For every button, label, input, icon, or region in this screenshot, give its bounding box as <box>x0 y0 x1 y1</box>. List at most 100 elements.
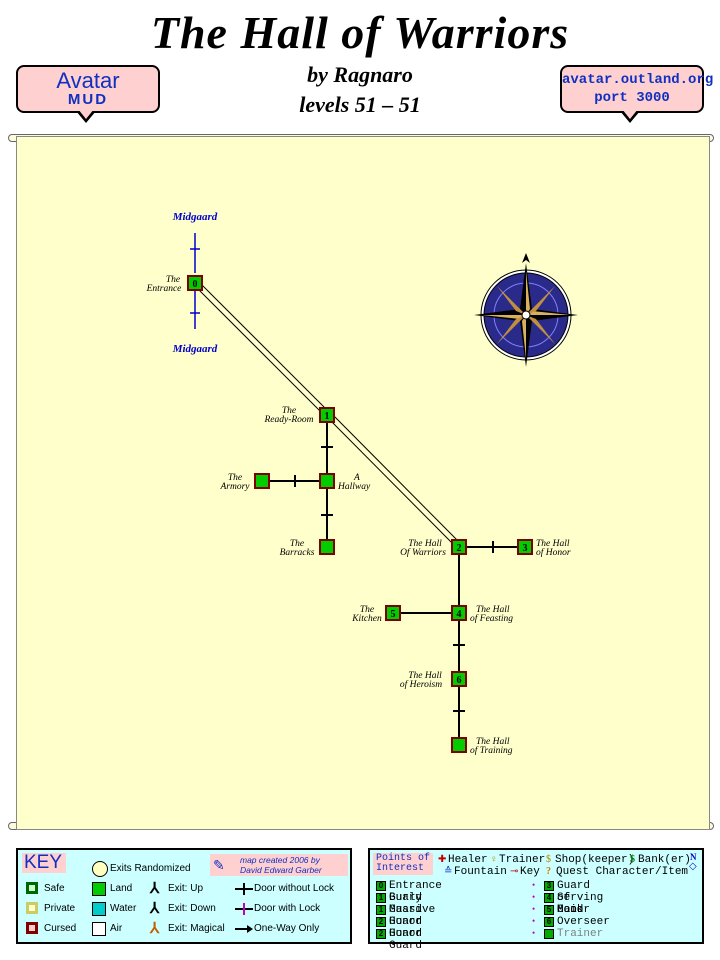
poi-name: Serving Maid <box>557 892 604 916</box>
path-entrance-readyroom <box>193 280 330 417</box>
poi-num: 3 <box>544 881 554 891</box>
label-entrance-1: The <box>166 275 180 285</box>
room-hall-of-training[interactable] <box>451 737 467 753</box>
room-hall-of-feasting-num: 4 <box>457 609 462 620</box>
poi-num: 0 <box>376 881 386 891</box>
poi-panel: Points of Interest ✚ Healer ♀ Trainer $ … <box>368 848 704 952</box>
label-kitchen-1: The <box>360 605 374 615</box>
bank-label: Bank(er) <box>638 854 691 866</box>
private-label: Private <box>44 903 76 914</box>
label-entrance-2: Entrance <box>146 284 182 294</box>
exits-randomized-label: Exits Randomized <box>110 863 191 874</box>
private-swatch <box>26 902 38 914</box>
label-armory-1: The <box>228 473 242 483</box>
poi-bullet-icon: • <box>532 916 536 926</box>
path-readyroom-hallofwarriors <box>326 412 462 549</box>
room-entrance[interactable]: 0 <box>187 275 203 291</box>
label-hall-of-feasting-2: of Feasting <box>470 613 513 624</box>
label-hallway-1: A <box>353 473 360 483</box>
poi-name: Overseer <box>557 916 610 928</box>
poi-bullet-icon: • <box>532 892 536 902</box>
poi-bullet-icon: • <box>532 904 536 914</box>
door-without-lock-label: Door without Lock <box>254 883 335 894</box>
poi-title-2: Interest <box>376 863 425 874</box>
server-banner-pointer-fill <box>622 109 638 119</box>
fountain-label: Fountain <box>454 866 507 878</box>
label-hall-of-heroism-2: of Heroism <box>400 679 442 690</box>
label-hall-of-training-2: of Training <box>470 745 513 756</box>
room-armory[interactable] <box>254 473 270 489</box>
label-ready-room-1: The <box>282 406 296 416</box>
label-hall-of-warriors-2: Of Warriors <box>400 547 446 558</box>
label-hallway-2: Hallway <box>337 482 371 492</box>
exit-magical-label: Exit: Magical <box>168 923 225 934</box>
room-hall-of-heroism[interactable]: 6 <box>451 671 467 687</box>
map-parchment: 0 1 2 3 5 4 <box>16 136 710 830</box>
fountain-icon: ≙ <box>444 866 453 877</box>
key-panel: KEY Exits Randomized ✎ map created 2006 … <box>16 848 352 944</box>
label-hall-of-honor-1: The Hall <box>536 539 570 549</box>
poi-name: Entrance Guard <box>389 880 442 904</box>
poi-name: Honor Guard <box>389 916 423 940</box>
shop-icon: $ <box>546 854 551 865</box>
compass-n-label: N <box>690 852 697 862</box>
exit-up-label: Exit: Up <box>168 883 204 894</box>
levels-line: levels 51 – 51 <box>299 92 421 117</box>
poi-title-1: Points of <box>376 853 431 864</box>
map-canvas: 0 1 2 3 5 4 <box>146 211 578 756</box>
land-label: Land <box>110 883 133 894</box>
room-barracks[interactable] <box>319 539 335 555</box>
label-hall-of-feasting-1: The Hall <box>476 605 510 615</box>
label-hall-of-training-1: The Hall <box>476 737 510 747</box>
poi-name: Massive Guard <box>389 904 436 928</box>
cursed-swatch <box>26 922 38 934</box>
poi-num: 4 <box>544 893 554 903</box>
door-icons <box>235 883 253 933</box>
room-hall-of-honor[interactable]: 3 <box>517 539 533 555</box>
one-way-only-label: One-Way Only <box>254 923 320 934</box>
safe-swatch <box>26 882 38 894</box>
water-swatch <box>92 902 106 916</box>
room-hall-of-heroism-num: 6 <box>457 675 462 686</box>
key-icon: ⊸ <box>510 866 519 877</box>
exits-randomized-icon <box>92 861 108 877</box>
healer-icon: ✚ <box>438 854 447 865</box>
poi-num: 6 <box>544 917 554 927</box>
room-ready-room[interactable]: 1 <box>319 407 335 423</box>
poi-title-bg <box>373 853 433 875</box>
label-hall-of-honor-2: of Honor <box>536 547 571 558</box>
poi-num <box>544 929 554 939</box>
water-label: Water <box>110 903 137 914</box>
scroll-quill-icon: ✎ <box>213 859 225 874</box>
credit-bg <box>210 854 348 876</box>
server-banner: avatar.outland.org port 3000 <box>560 65 714 113</box>
exit-magical-icon: ⅄ <box>150 921 160 937</box>
room-hallway[interactable] <box>319 473 335 489</box>
label-hall-of-heroism-1: The Hall <box>408 671 442 681</box>
server-line-1: avatar.outland.org <box>562 72 714 88</box>
poi-name: Cook <box>557 904 584 916</box>
land-swatch <box>92 882 106 896</box>
poi-name: Trainer <box>557 928 604 940</box>
quest-label: Quest Character/Item <box>556 866 689 878</box>
author-line: by Ragnaro <box>307 62 413 87</box>
key-title-bg <box>22 853 66 873</box>
room-kitchen[interactable]: 5 <box>385 605 401 621</box>
healer-label: Healer <box>448 854 488 866</box>
quest-icon: ? <box>546 866 551 877</box>
label-ready-room-2: Ready-Room <box>263 415 313 425</box>
paths-straight <box>268 421 519 739</box>
brand-banner: Avatar MUD <box>16 65 160 113</box>
exit-north-label: Midgaard <box>172 211 218 223</box>
poi-num: 1 <box>376 905 386 915</box>
room-hall-of-warriors[interactable]: 2 <box>451 539 467 555</box>
trainer-label: Trainer <box>499 854 546 866</box>
air-label: Air <box>110 923 123 934</box>
door-ticks <box>294 446 494 712</box>
map-title: The Hall of Warriors <box>150 7 570 58</box>
room-hall-of-feasting[interactable]: 4 <box>451 605 467 621</box>
poi-num: 1 <box>376 893 386 903</box>
poi-name: Burly Guard <box>389 892 423 916</box>
label-barracks-2: Barracks <box>280 548 315 558</box>
poi-name: Guard of Honor <box>557 880 591 916</box>
